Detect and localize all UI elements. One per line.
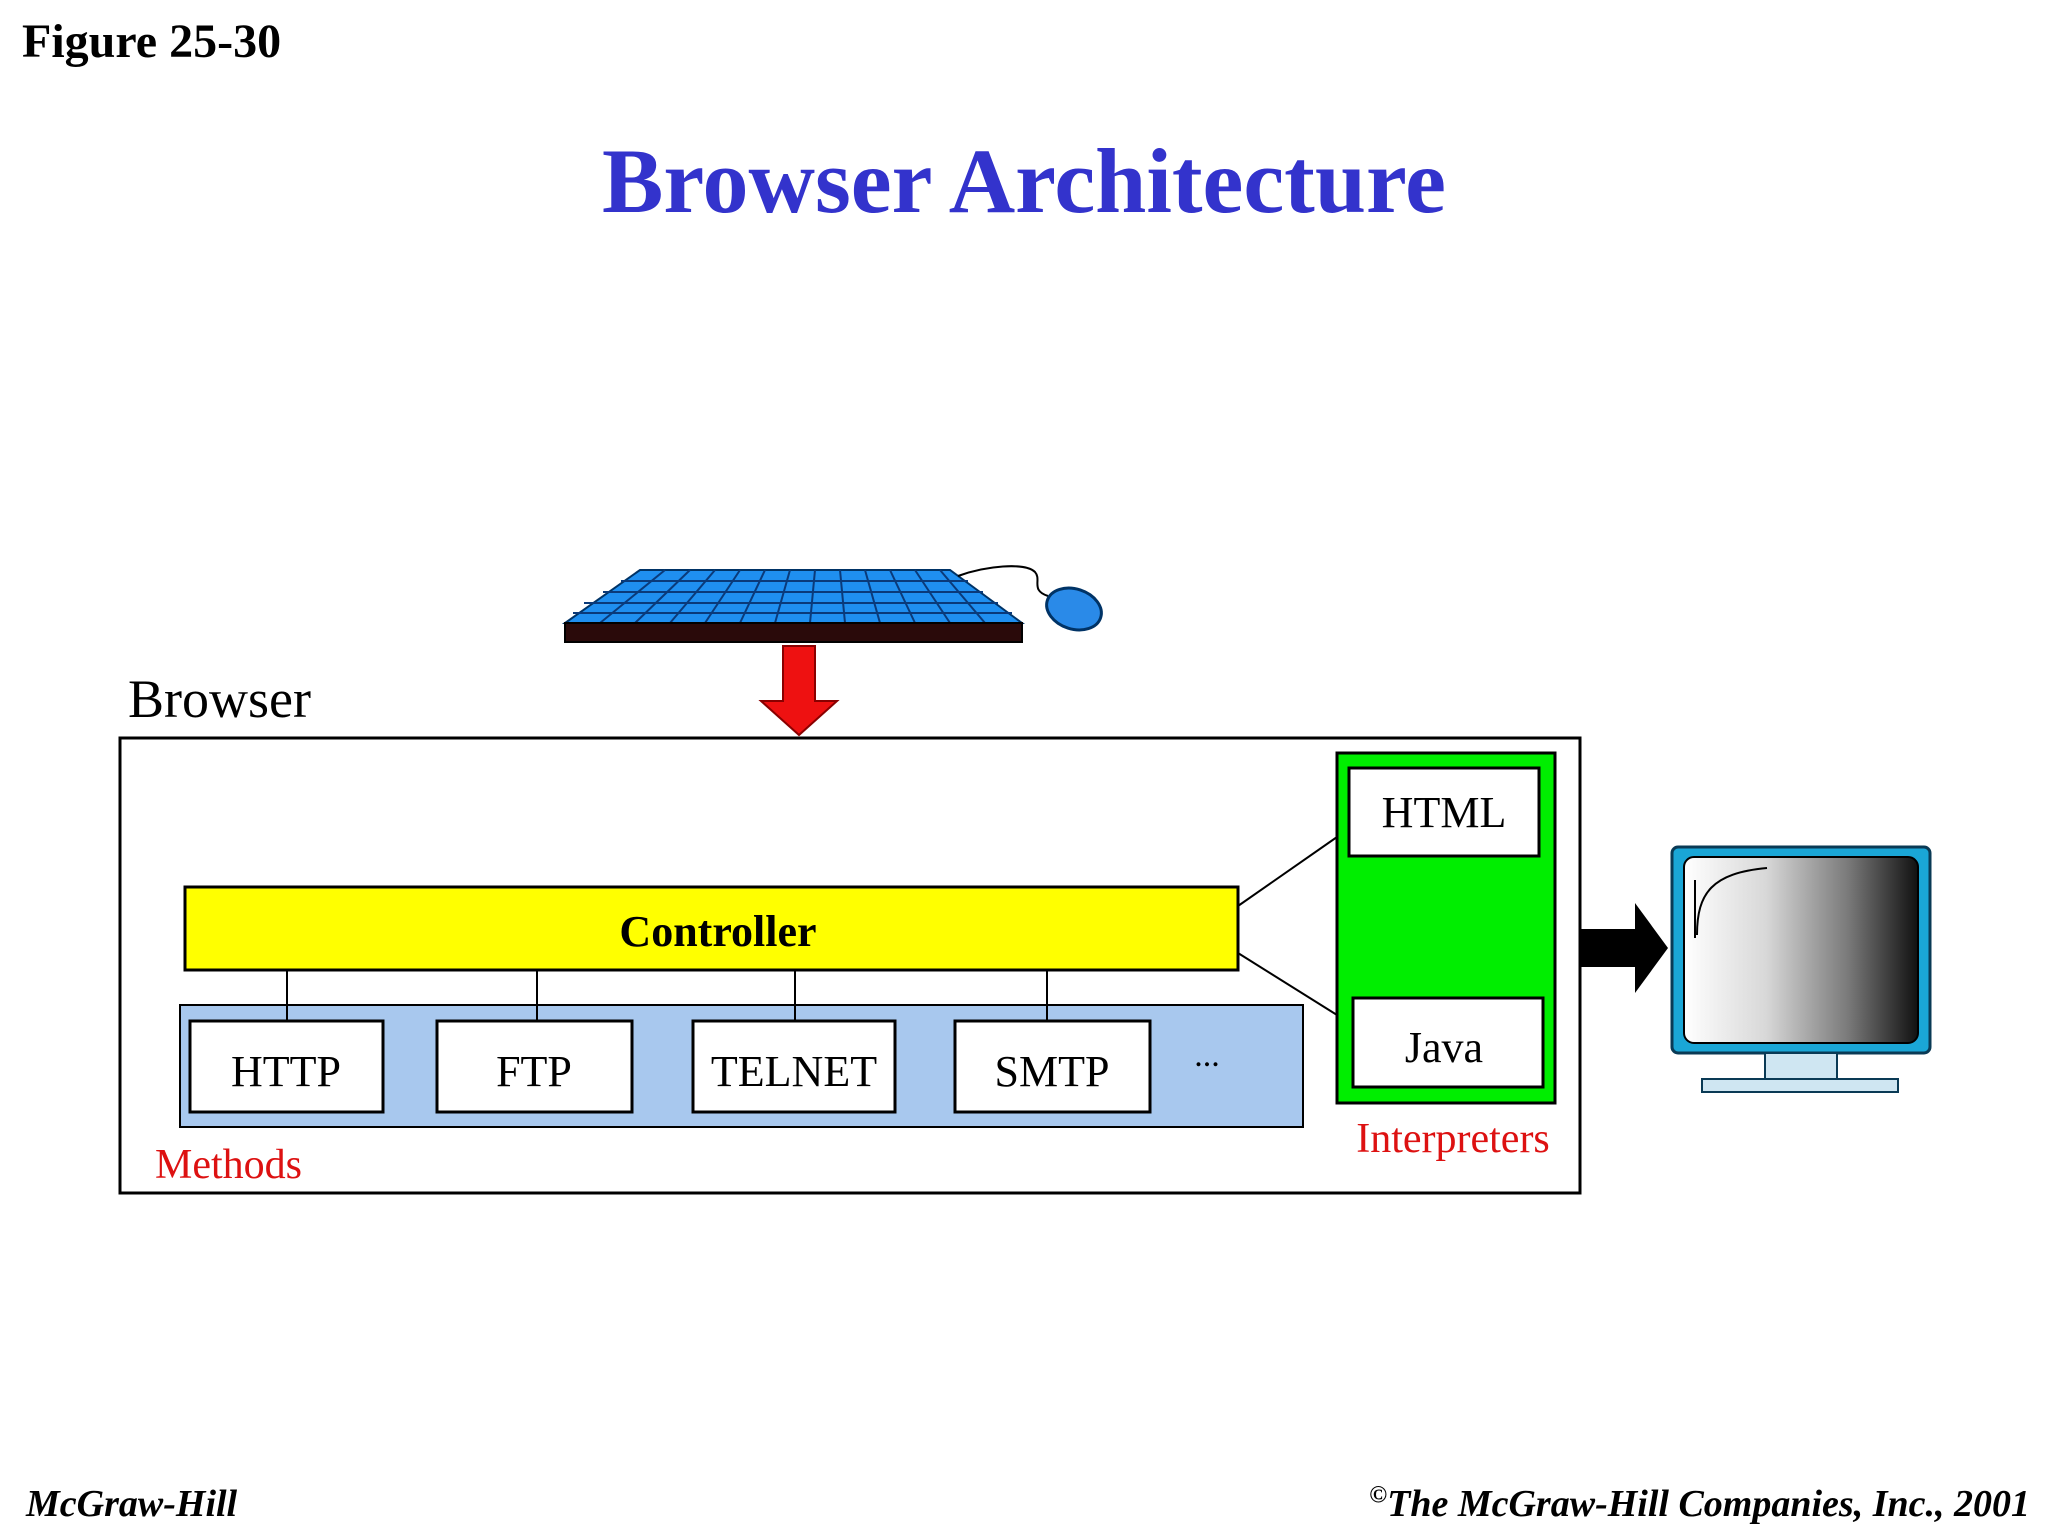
controller-box: Controller xyxy=(183,885,1240,972)
keyboard-base xyxy=(564,622,1023,643)
controller-method-connectors xyxy=(286,970,1048,1021)
interpreters-group-label: Interpreters xyxy=(1356,1116,1550,1162)
mouse-cable xyxy=(957,565,1049,597)
keyboard-grid xyxy=(573,569,1012,624)
figure-label: Figure 25-30 xyxy=(22,15,282,68)
controller-interpreter-connectors xyxy=(1237,836,1338,1016)
browser-label: Browser xyxy=(128,669,311,729)
footer-copyright: ©The McGraw-Hill Companies, Inc., 2001 xyxy=(1369,1482,2030,1526)
method-smtp: SMTP xyxy=(953,1019,1152,1114)
method-telnet: TELNET xyxy=(691,1019,897,1114)
interpreter-html: HTML xyxy=(1347,766,1541,858)
copyright-symbol: © xyxy=(1369,1482,1388,1509)
method-http-label: HTTP xyxy=(231,1047,341,1096)
output-arrow-icon xyxy=(1580,903,1668,993)
monitor-glare xyxy=(1696,867,1768,936)
page-title: Browser Architecture xyxy=(602,130,1446,232)
footer-publisher: McGraw-Hill xyxy=(26,1483,238,1525)
controller-label: Controller xyxy=(619,907,816,956)
method-http: HTTP xyxy=(188,1019,385,1114)
method-telnet-label: TELNET xyxy=(711,1047,877,1096)
monitor-stand xyxy=(1701,1078,1899,1093)
methods-ellipsis: ... xyxy=(1194,1037,1220,1074)
method-ftp: FTP xyxy=(435,1019,634,1114)
method-ftp-label: FTP xyxy=(496,1047,572,1096)
interpreter-java-label: Java xyxy=(1405,1023,1483,1072)
monitor-neck xyxy=(1764,1052,1838,1081)
keyboard-mouse-icon xyxy=(561,565,1103,643)
interpreter-java: Java xyxy=(1351,996,1545,1089)
methods-group-label: Methods xyxy=(155,1142,302,1188)
method-smtp-label: SMTP xyxy=(995,1047,1110,1096)
monitor-screen xyxy=(1683,856,1919,1044)
interpreter-html-label: HTML xyxy=(1382,788,1507,837)
footer-copyright-text: The McGraw-Hill Companies, Inc., 2001 xyxy=(1387,1483,2030,1525)
monitor-icon xyxy=(1670,845,1932,1093)
mouse-body xyxy=(1045,586,1103,632)
input-arrow-icon xyxy=(758,645,840,737)
